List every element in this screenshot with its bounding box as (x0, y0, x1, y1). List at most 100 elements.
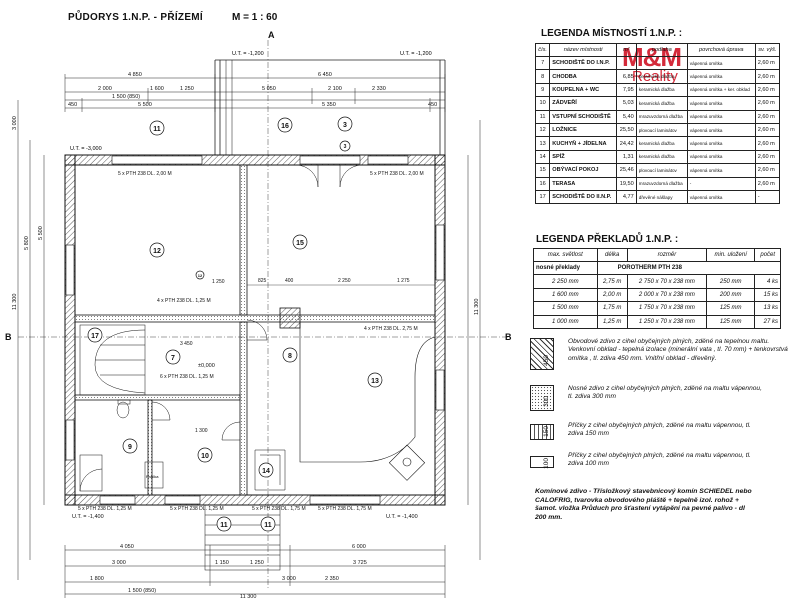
svg-text:3: 3 (343, 122, 347, 129)
room-legend-cell: OBÝVACÍ POKOJ (549, 163, 617, 178)
floor-plan: 4 850 6 450 2 000 1 600 1 250 5 050 2 10… (5, 30, 512, 600)
svg-text:4 050: 4 050 (120, 544, 134, 550)
lintel-labels: 5 x PTH 238 DL. 2,00 M 5 x PTH 238 DL. 2… (78, 171, 424, 512)
chimney (279, 307, 301, 329)
room-legend-cell: TERASA (549, 176, 617, 191)
lintel-legend-cell: 1 500 mm (533, 301, 598, 316)
room-legend-cell: vápenná omítka (686, 55, 756, 71)
svg-text:11 300: 11 300 (240, 594, 256, 600)
svg-text:U.T. = -1,400: U.T. = -1,400 (386, 514, 418, 520)
material-size-300: 300 (543, 396, 550, 407)
material-swatch-450 (530, 338, 554, 370)
col-num: čís. (534, 43, 551, 57)
lintel-legend-cell: 2 750 x 70 x 238 mm (626, 274, 707, 289)
lintel-legend-cell: 13 ks (754, 301, 781, 316)
svg-text:5 x PTH 238 DL. 2,00 M: 5 x PTH 238 DL. 2,00 M (118, 171, 172, 177)
svg-text:2 250: 2 250 (338, 278, 351, 284)
material-size-150: 150 (543, 426, 550, 437)
pantry (254, 449, 286, 491)
chimney-note: Komínové zdivo - Třísložkový stavebnicov… (535, 488, 752, 521)
room-legend-cell: keramická dlažba (635, 69, 688, 84)
svg-text:5 350: 5 350 (322, 102, 336, 108)
room-legend-cell: SPÍŽ (549, 149, 617, 165)
svg-text:1 250: 1 250 (250, 560, 264, 566)
room-legend-cell: 2,60 m (754, 136, 781, 151)
room-legend-cell: keramická dlažba (635, 136, 688, 151)
dimensions-bottom (64, 545, 446, 598)
room-legend-cell: 25,46 (615, 163, 637, 178)
lintel-legend-cell: 125 mm (705, 314, 756, 329)
windows (65, 155, 445, 505)
room-legend-cell: 5,03 (615, 96, 637, 111)
col-max-span: max. světlost (533, 248, 598, 262)
room-legend-cell: 2,60 m (754, 96, 781, 111)
svg-text:450: 450 (428, 102, 437, 108)
room-legend-cell: 13 (534, 136, 551, 151)
svg-text:7: 7 (171, 355, 175, 362)
lintel-legend-cell: 200 mm (705, 287, 756, 303)
svg-text:4 x PTH 238 DL. 2,75 M: 4 x PTH 238 DL. 2,75 M (364, 326, 418, 332)
svg-text:5 050: 5 050 (262, 86, 276, 92)
svg-text:8: 8 (288, 353, 292, 360)
svg-text:4 850: 4 850 (128, 72, 142, 78)
room-legend-cell: keramická dlažba (635, 149, 688, 165)
room-legend-cell (635, 55, 688, 71)
section-marks: B B A (5, 30, 512, 342)
room-legend-cell: 4,77 (615, 189, 637, 205)
terrace-stair (225, 60, 233, 155)
col-length: délka (596, 248, 628, 262)
svg-text:5 500: 5 500 (38, 226, 44, 240)
material-swatch-150 (530, 424, 554, 440)
svg-text:5 x PTH 238 DL. 1,75 M: 5 x PTH 238 DL. 1,75 M (252, 506, 306, 512)
svg-text:1 800: 1 800 (90, 576, 104, 582)
room-legend-cell: 12 (534, 122, 551, 138)
lintel-legend-table: max. světlost délka rozměr min. uložení … (533, 248, 782, 329)
svg-text:15: 15 (296, 240, 304, 247)
svg-text:5 x PTH 238 DL. 1,25 M: 5 x PTH 238 DL. 1,25 M (78, 506, 132, 512)
svg-text:10: 10 (201, 453, 209, 460)
room-legend-cell: 10 (534, 96, 551, 111)
svg-text:3: 3 (344, 144, 347, 150)
svg-text:13: 13 (371, 378, 379, 385)
room-legend-cell: SCHODIŠTĚ DO I.N.P. (549, 55, 617, 71)
svg-text:1 250: 1 250 (212, 279, 225, 285)
room-legend-cell: 2,60 m (754, 149, 781, 165)
col-finish: povrchová úprava (686, 43, 756, 57)
svg-text:6 000: 6 000 (352, 544, 366, 550)
svg-text:1 275: 1 275 (397, 278, 410, 284)
svg-text:11: 11 (153, 126, 161, 133)
room-legend-cell: 1,31 (615, 149, 637, 165)
svg-text:5 500: 5 500 (138, 102, 152, 108)
svg-text:825: 825 (258, 278, 267, 284)
room-legend-cell: SCHODIŠTĚ DO II.N.P. (549, 189, 617, 205)
dimension-text-bottom: 4 050 6 000 3 725 3 000 1 150 1 250 2 35… (90, 544, 367, 600)
lintel-legend-cell: 2 250 mm (533, 274, 598, 289)
lintel-legend-cell: 1 600 mm (533, 287, 598, 303)
room-legend-cell: VSTUPNÍ SCHODIŠTĚ (549, 109, 617, 124)
svg-text:5 800: 5 800 (24, 236, 30, 250)
room-legend-cell: 2,60 m (754, 176, 781, 191)
room-legend-cell: vápenná omítka (686, 149, 756, 165)
svg-text:5 x PTH 238 DL. 1,25 M: 5 x PTH 238 DL. 1,25 M (170, 506, 224, 512)
col-min-bearing: min. uložení (705, 248, 756, 262)
room-legend-cell: 2,60 m (754, 69, 781, 84)
svg-text:4 x PTH 238 DL. 1,25 M: 4 x PTH 238 DL. 1,25 M (157, 298, 211, 304)
room-legend-cell: 25,50 (615, 122, 637, 138)
lintel-legend-title: LEGENDA PŘEKLADŮ 1.N.P. : (536, 234, 679, 245)
svg-text:12: 12 (153, 248, 161, 255)
col-area: m² (615, 43, 637, 57)
material-swatch-100 (530, 456, 554, 468)
svg-text:2 330: 2 330 (372, 86, 386, 92)
svg-text:6 x PTH 238 DL. 1,25 M: 6 x PTH 238 DL. 1,25 M (160, 374, 214, 380)
material-desc-150: Příčky z cihel obyčejných plných, zděné … (568, 422, 751, 438)
svg-text:11: 11 (220, 522, 228, 529)
lintel-legend-cell: 1 000 mm (533, 314, 598, 329)
